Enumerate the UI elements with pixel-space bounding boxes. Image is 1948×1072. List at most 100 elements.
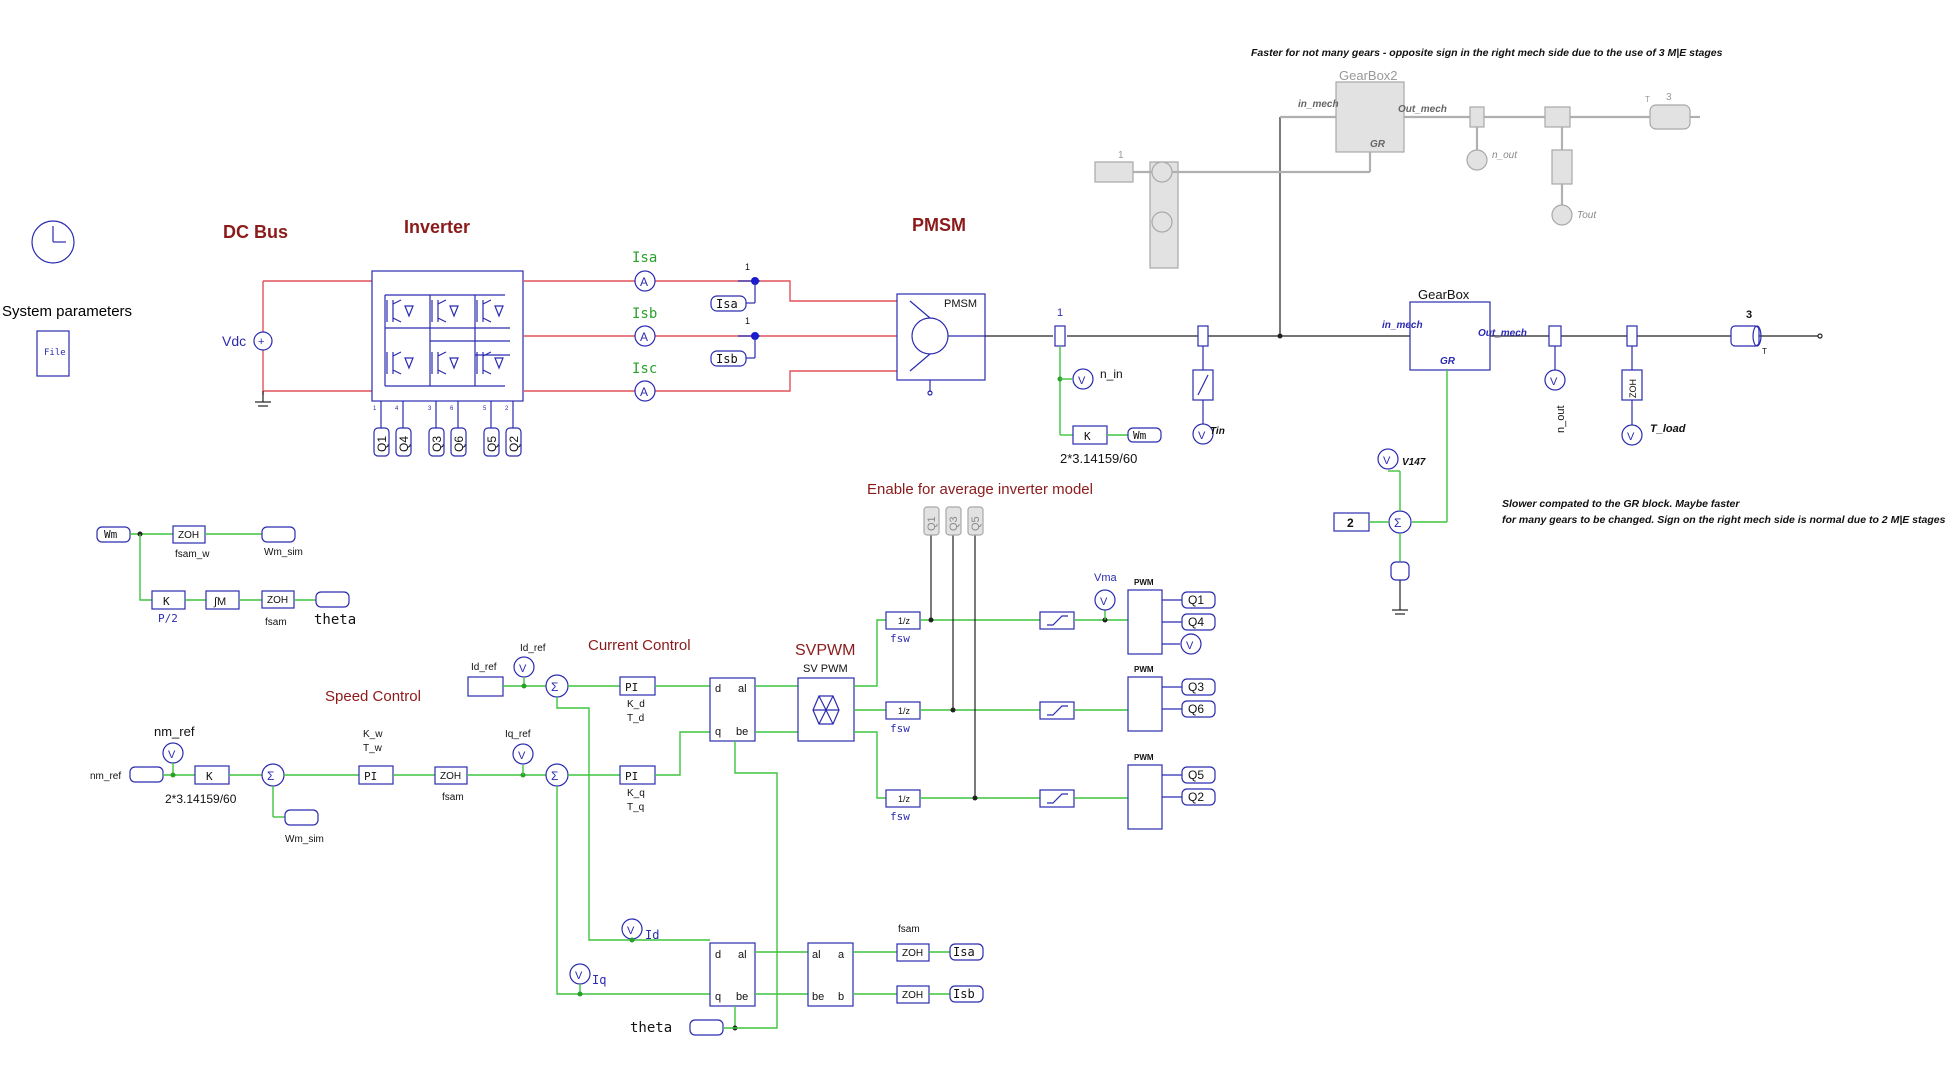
svg-text:V: V	[168, 749, 176, 761]
ammeter-isa[interactable]: A	[634, 270, 656, 292]
limiters[interactable]: V Vma	[1039, 572, 1128, 808]
svg-text:V: V	[575, 970, 583, 982]
svg-text:V: V	[1100, 596, 1108, 608]
wm-tag: Wm	[1133, 429, 1147, 442]
t-q-label: T_q	[627, 802, 644, 813]
wm-label: Wm	[104, 528, 118, 541]
heading-current-control: Current Control	[588, 637, 691, 654]
svg-text:K: K	[206, 770, 213, 783]
fsam-label-2: fsam	[442, 792, 464, 803]
avg-model-tags[interactable]: Q1 Q3 Q5	[923, 506, 984, 536]
svg-text:PWM: PWM	[1134, 578, 1154, 587]
svg-text:V: V	[627, 925, 635, 937]
vma-label: Vma	[1094, 572, 1118, 584]
svg-text:be: be	[812, 991, 824, 1003]
gain-expr-1: 2*3.14159/60	[1060, 451, 1137, 466]
pwm-q6: Q6	[1188, 702, 1204, 716]
gain-expr-2: 2*3.14159/60	[165, 792, 237, 806]
t-d-label: T_d	[627, 713, 644, 724]
gr2-label: GR	[1370, 139, 1386, 150]
file-block[interactable]: File	[36, 330, 70, 377]
inverter-bridge[interactable]	[371, 270, 524, 402]
v147-label: V147	[1402, 457, 1426, 468]
n-out-label: n_out	[1555, 405, 1567, 433]
torque-sensor-tin[interactable]: V Tin	[1192, 325, 1225, 445]
heading-pmsm: PMSM	[912, 215, 966, 235]
t-load-label: T_load	[1650, 423, 1686, 435]
svg-text:V: V	[519, 663, 527, 675]
svg-text:A: A	[640, 330, 648, 344]
gr-command[interactable]: Σ 2 V V147	[1333, 370, 1448, 615]
pmsm-motor[interactable]: PMSM	[896, 293, 986, 396]
svg-text:be: be	[736, 726, 748, 738]
svg-text:1/z: 1/z	[898, 794, 911, 804]
svg-text:3: 3	[1746, 309, 1752, 321]
svg-text:V: V	[518, 750, 526, 762]
ammeter-isc[interactable]: A	[634, 380, 656, 402]
svg-text:al: al	[738, 949, 747, 961]
gearbox2-group[interactable]: GearBox2 in_mech Out_mech GR 3 T n_out T…	[1094, 68, 1700, 269]
heading-dc-bus: DC Bus	[223, 222, 288, 242]
svg-text:ZOH: ZOH	[902, 948, 923, 959]
feedback-transforms[interactable]: V Id V Iq d al q be al a be b fsam ZOH Z…	[569, 918, 984, 1036]
svg-text:T: T	[1762, 347, 1767, 356]
pwm-q4: Q4	[1188, 615, 1204, 629]
svpwm-block[interactable]: SV PWM	[797, 619, 886, 799]
svg-text:q: q	[715, 991, 721, 1003]
tin-label: Tin	[1210, 426, 1225, 437]
svg-text:V: V	[1550, 376, 1558, 388]
torque-sensor-tload[interactable]: ZOH V T_load	[1621, 325, 1686, 446]
gearbox-block[interactable]: GearBox in_mech Out_mech GR	[1382, 287, 1527, 371]
in-mech2-label: in_mech	[1298, 99, 1339, 110]
speed-sensor-nout[interactable]: V n_out	[1544, 325, 1567, 433]
svg-text:1: 1	[745, 262, 750, 272]
load-inertia[interactable]: 3 T	[1730, 309, 1767, 356]
wm-sim-label: Wm_sim	[264, 547, 303, 558]
svg-text:1: 1	[745, 316, 750, 326]
svg-text:V: V	[1383, 455, 1391, 467]
pwm-blocks[interactable]: PWM PWM PWM Q1 Q4 V Q3 Q6 Q5 Q2	[1127, 578, 1216, 830]
out-mech2-label: Out_mech	[1398, 104, 1447, 115]
iq-meas-label: Iq	[592, 973, 606, 987]
wm-sim2-label: Wm_sim	[285, 834, 324, 845]
svg-text:Σ: Σ	[551, 769, 558, 783]
heading-svpwm: SVPWM	[795, 642, 855, 659]
probe-isb[interactable]: Isb 1	[710, 316, 760, 367]
pwm-q3: Q3	[1188, 680, 1204, 694]
svg-text:1: 1	[1057, 307, 1063, 319]
gate-tags[interactable]: Q1 Q4 Q3 Q6 Q5 Q2	[373, 427, 522, 457]
k-d-label: K_d	[627, 699, 645, 710]
clock-icon[interactable]	[31, 220, 75, 264]
pwm-q1: Q1	[1188, 593, 1204, 607]
svg-text:A: A	[640, 385, 648, 399]
k-w-label: K_w	[363, 729, 383, 740]
svg-text:K: K	[1084, 430, 1091, 443]
isb-fb-tag: Isb	[953, 987, 975, 1001]
gate-q6: Q6	[452, 436, 466, 452]
svg-text:al: al	[738, 683, 747, 695]
heading-speed-control: Speed Control	[325, 688, 421, 705]
isc-label: Isc	[632, 361, 657, 377]
dc-voltage-source[interactable]: +	[253, 331, 273, 351]
svg-text:ZOH: ZOH	[267, 595, 288, 606]
svg-text:PWM: PWM	[1134, 665, 1154, 674]
wm-zoh-chain[interactable]: Wm ZOH fsam_w Wm_sim K P/2 ∫M ZOH fsam t…	[96, 525, 356, 628]
ammeter-isb[interactable]: A	[634, 325, 656, 347]
file-label: File	[44, 348, 66, 358]
gr-label: GR	[1440, 356, 1456, 367]
sv-pwm-label: SV PWM	[803, 663, 848, 675]
isa-tag: Isa	[716, 297, 738, 311]
svg-text:fsw: fsw	[890, 810, 910, 823]
speed-control[interactable]: nm_ref V nm_ref K 2*3.14159/60 Σ Wm_sim …	[90, 724, 546, 845]
current-control[interactable]: Id_ref V Id_ref Σ Σ PI K_d T_d PI K_q T_…	[467, 643, 798, 1029]
svg-text:Q5: Q5	[970, 516, 982, 531]
note-right-2: for many gears to be changed. Sign on th…	[1502, 514, 1946, 526]
probe-isa[interactable]: Isa 1	[710, 262, 760, 312]
isa-label: Isa	[632, 250, 657, 266]
speed-sensor-nin[interactable]: 1 V n_in K Wm 2*3.14159/60	[1054, 307, 1162, 466]
fsw-blocks[interactable]: 1/z fsw 1/z fsw 1/z fsw	[885, 535, 1040, 823]
gate-pins: 1 4 3 6 5 2	[373, 401, 514, 428]
svg-text:3: 3	[1666, 92, 1672, 103]
svg-text:al: al	[812, 949, 821, 961]
shaft-main	[985, 117, 1823, 339]
